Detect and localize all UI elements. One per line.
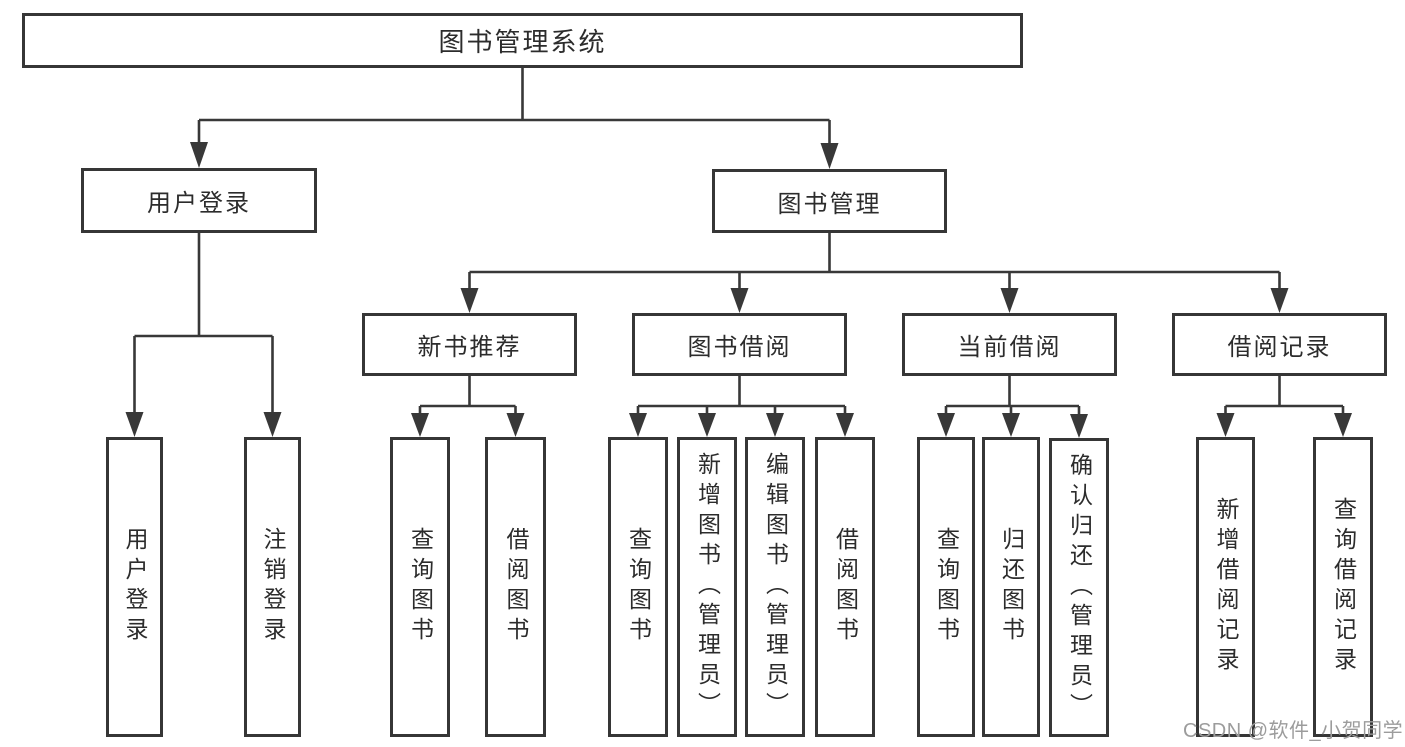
leaf-label: 编辑图书（管理员） bbox=[762, 452, 789, 722]
arrowhead bbox=[263, 412, 282, 437]
node-borrow-records-label: 借阅记录 bbox=[1227, 334, 1332, 361]
arrowhead bbox=[730, 288, 749, 313]
connector-root-to-level2 bbox=[190, 68, 839, 169]
arrowhead bbox=[836, 413, 854, 437]
csdn-watermark: CSDN @软件_小贺同学 bbox=[1183, 720, 1404, 742]
arrowhead bbox=[460, 288, 479, 313]
connector-new-books-to-leaves bbox=[411, 376, 525, 437]
leaf-add-book-admin: 新增图书（管理员） bbox=[677, 437, 737, 737]
connector-book-borrow-to-leaves bbox=[629, 376, 854, 437]
node-current-borrow-label: 当前借阅 bbox=[957, 334, 1062, 361]
node-root-label: 图书管理系统 bbox=[438, 27, 607, 57]
node-root: 图书管理系统 bbox=[22, 13, 1023, 68]
leaf-label: 新增图书（管理员） bbox=[694, 452, 721, 722]
arrowhead bbox=[506, 413, 525, 437]
arrowhead bbox=[629, 413, 647, 437]
leaf-query-borrow-record: 查询借阅记录 bbox=[1313, 437, 1373, 737]
leaf-add-borrow-record: 新增借阅记录 bbox=[1196, 437, 1255, 737]
node-book-mgmt-label: 图书管理 bbox=[777, 190, 882, 218]
node-current-borrow: 当前借阅 bbox=[902, 313, 1117, 376]
leaf-borrow-borrow-books: 借阅图书 bbox=[815, 437, 875, 737]
leaf-label: 借阅图书 bbox=[503, 527, 529, 647]
node-user-login-label: 用户登录 bbox=[147, 190, 251, 217]
connector-borrow-records-to-leaves bbox=[1216, 376, 1352, 437]
leaf-newbooks-borrow-books: 借阅图书 bbox=[485, 437, 546, 737]
arrowhead bbox=[698, 413, 716, 437]
leaf-label: 查询图书 bbox=[407, 527, 434, 647]
leaf-label: 查询图书 bbox=[933, 527, 960, 647]
node-book-mgmt: 图书管理 bbox=[712, 169, 947, 233]
arrowhead bbox=[820, 143, 839, 169]
leaf-label: 注销登录 bbox=[260, 527, 286, 647]
leaf-label: 借阅图书 bbox=[832, 527, 859, 647]
node-new-books: 新书推荐 bbox=[362, 313, 577, 376]
leaf-edit-book-admin: 编辑图书（管理员） bbox=[745, 437, 805, 737]
arrowhead bbox=[766, 413, 784, 437]
connector-user-login-to-leaves bbox=[125, 233, 282, 437]
leaf-current-query-books: 查询图书 bbox=[917, 437, 975, 737]
arrowhead bbox=[1002, 413, 1020, 437]
arrowhead bbox=[1334, 413, 1352, 437]
arrowhead bbox=[1270, 288, 1289, 313]
arrowhead bbox=[125, 412, 144, 437]
connector-current-borrow-to-leaves bbox=[937, 376, 1088, 438]
arrowhead bbox=[411, 413, 429, 437]
leaf-label: 确认归还（管理员） bbox=[1066, 452, 1093, 723]
arrowhead bbox=[937, 413, 955, 437]
arrowhead bbox=[1216, 413, 1235, 437]
leaf-label: 归还图书 bbox=[998, 527, 1025, 647]
leaf-label: 用户登录 bbox=[122, 527, 148, 647]
leaf-return-books: 归还图书 bbox=[982, 437, 1040, 737]
leaf-newbooks-query-books: 查询图书 bbox=[390, 437, 450, 737]
leaf-borrow-query-books: 查询图书 bbox=[608, 437, 668, 737]
leaf-user-login: 用户登录 bbox=[106, 437, 163, 737]
leaf-logout: 注销登录 bbox=[244, 437, 301, 737]
node-new-books-label: 新书推荐 bbox=[417, 334, 522, 361]
leaf-label: 新增借阅记录 bbox=[1213, 497, 1239, 677]
node-borrow-records: 借阅记录 bbox=[1172, 313, 1387, 376]
node-book-borrow: 图书借阅 bbox=[632, 313, 847, 376]
node-user-login: 用户登录 bbox=[81, 168, 317, 233]
leaf-confirm-return-admin: 确认归还（管理员） bbox=[1049, 438, 1109, 737]
leaf-label: 查询借阅记录 bbox=[1330, 497, 1357, 677]
leaf-label: 查询图书 bbox=[625, 527, 652, 647]
node-book-borrow-label: 图书借阅 bbox=[687, 334, 792, 361]
arrowhead bbox=[1000, 288, 1019, 313]
connector-book-mgmt-to-level3 bbox=[460, 233, 1289, 313]
arrowhead bbox=[190, 142, 208, 168]
arrowhead bbox=[1070, 414, 1088, 438]
